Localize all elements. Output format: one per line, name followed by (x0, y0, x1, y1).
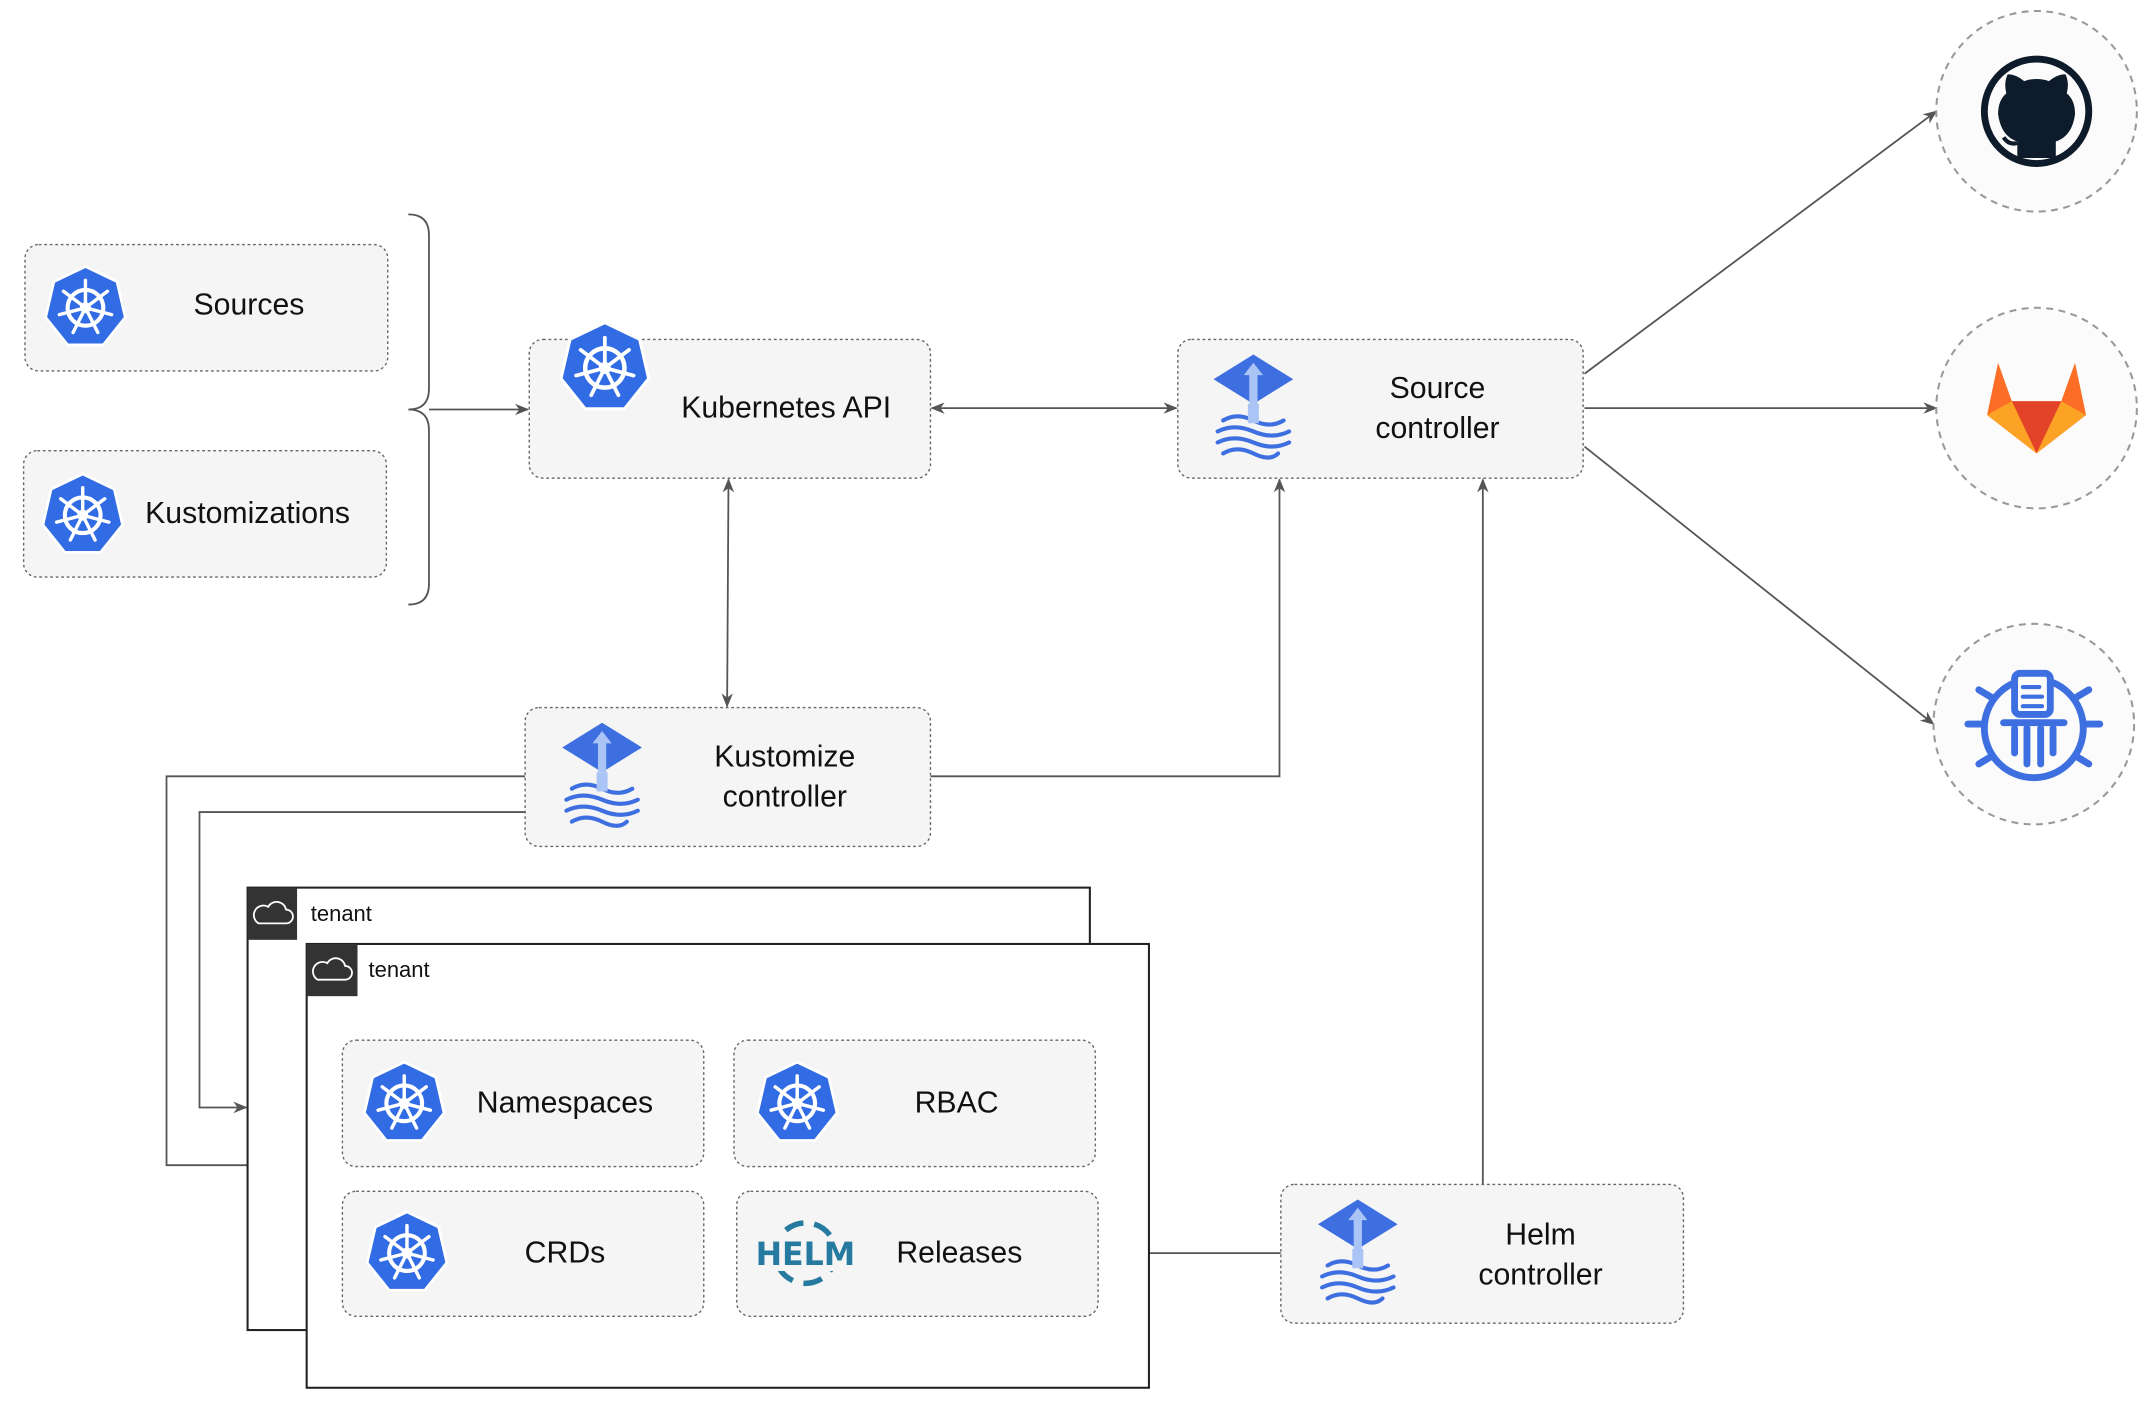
node-label-line2: controller (1375, 412, 1499, 445)
cloud-icon (252, 901, 294, 925)
node-sources[interactable]: Sources (24, 243, 389, 372)
node-label-line1: Source (1390, 372, 1486, 405)
node-crds[interactable]: CRDs (341, 1190, 705, 1318)
external-github[interactable] (1935, 9, 2138, 213)
node-label-line1: Kustomize (714, 740, 855, 773)
node-label: Namespaces (477, 1087, 653, 1120)
edge-kustomize-tenant-front (165, 775, 526, 1171)
node-source-controller[interactable]: Source controller (1177, 338, 1584, 479)
node-rbac[interactable]: RBAC (733, 1039, 1097, 1168)
brace (408, 213, 430, 606)
tenant-label: tenant (369, 957, 430, 982)
node-label: Kubernetes API (681, 391, 891, 424)
gitlab-icon (1987, 362, 2087, 454)
node-kubernetes-api[interactable]: Kubernetes API (528, 323, 932, 479)
helm-icon: HELM (756, 1220, 856, 1287)
node-label-line2: controller (1478, 1258, 1602, 1291)
node-label: CRDs (525, 1236, 606, 1269)
external-bucket[interactable] (1932, 622, 2136, 826)
edge-kustomize-tenant-back (198, 811, 526, 1114)
node-releases[interactable]: HELM Releases (736, 1190, 1099, 1318)
node-namespaces[interactable]: Namespaces (341, 1039, 705, 1168)
github-icon (1980, 55, 2093, 167)
node-helm-controller[interactable]: Helm controller (1280, 1183, 1685, 1324)
edge-api-kustomize (721, 478, 735, 708)
kubernetes-icon (561, 323, 649, 409)
edge-kustomize-source (930, 478, 1286, 778)
node-label: Kustomizations (145, 497, 350, 530)
svg-text:HELM: HELM (756, 1237, 856, 1273)
edge-source-github (1583, 110, 1938, 375)
node-label: Releases (896, 1236, 1022, 1269)
node-label-line2: controller (723, 780, 847, 813)
node-label: Sources (194, 288, 305, 321)
external-gitlab[interactable] (1935, 306, 2138, 510)
tenant-label: tenant (311, 901, 372, 926)
edge-source-bucket (1583, 445, 1935, 725)
node-label: RBAC (915, 1087, 999, 1120)
node-kustomize-controller[interactable]: Kustomize controller (524, 706, 932, 848)
node-label-line1: Helm (1505, 1219, 1576, 1252)
bucket-icon (1964, 669, 2104, 782)
cloud-icon (312, 957, 353, 981)
node-kustomizations[interactable]: Kustomizations (22, 449, 388, 578)
